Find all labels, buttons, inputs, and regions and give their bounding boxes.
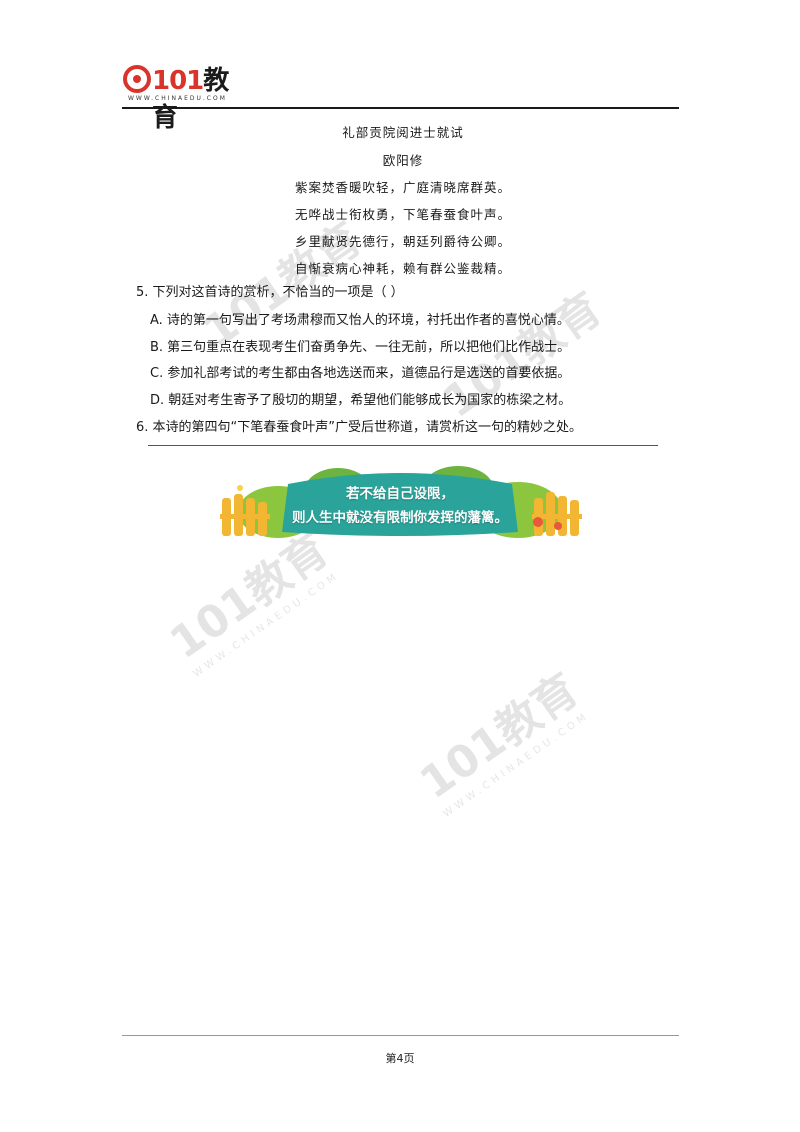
poem-title: 礼部贡院阅进士就试: [342, 125, 464, 140]
question-5: 5. 下列对这首诗的赏析，不恰当的一项是（ ）: [136, 285, 404, 300]
page-number: 第4页: [385, 1052, 415, 1065]
logo-number: 101: [152, 66, 204, 96]
brand-logo: 101教育 WWW.CHINAEDU.COM: [122, 62, 242, 133]
banner-line-1: 若不给自己设限，: [346, 486, 454, 502]
banner-illustration: [220, 466, 582, 538]
poem-line: 无哗战士衔枚勇，下笔春蚕食叶声。: [294, 207, 511, 222]
poem-line: 乡里献贤先德行，朝廷列爵待公卿。: [294, 234, 511, 249]
banner-line-2: 则人生中就没有限制你发挥的藩篱。: [292, 510, 508, 526]
option-a: A. 诗的第一句写出了考场肃穆而又怡人的环境，衬托出作者的喜悦心情。: [150, 313, 570, 328]
poem-line: 自惭衰病心神耗，赖有群公鉴裁精。: [294, 261, 511, 276]
footer-rule: [122, 1035, 679, 1036]
header-rule: [122, 107, 679, 109]
watermark: 101教育 WWW.CHINAEDU.COM: [405, 655, 595, 820]
logo-url: WWW.CHINAEDU.COM: [128, 95, 227, 102]
answer-line: [148, 445, 658, 446]
question-6: 6. 本诗的第四句“下笔春蚕食叶声”广受后世称道，请赏析这一句的精妙之处。: [136, 420, 583, 435]
poem-line: 紫案焚香暖吹轻，广庭清晓席群英。: [294, 180, 511, 195]
logo-circle-icon: [123, 65, 151, 93]
poem-author: 欧阳修: [382, 153, 424, 168]
option-c: C. 参加礼部考试的考生都由各地选送而来，道德品行是选送的首要依据。: [150, 366, 571, 381]
option-b: B. 第三句重点在表现考生们奋勇争先、一往无前，所以把他们比作战士。: [150, 340, 571, 355]
option-d: D. 朝廷对考生寄予了殷切的期望，希望他们能够成长为国家的栋梁之材。: [150, 393, 572, 408]
motivational-banner: 若不给自己设限， 则人生中就没有限制你发挥的藩篱。: [218, 462, 582, 540]
logo-text: 101教育: [152, 60, 242, 134]
